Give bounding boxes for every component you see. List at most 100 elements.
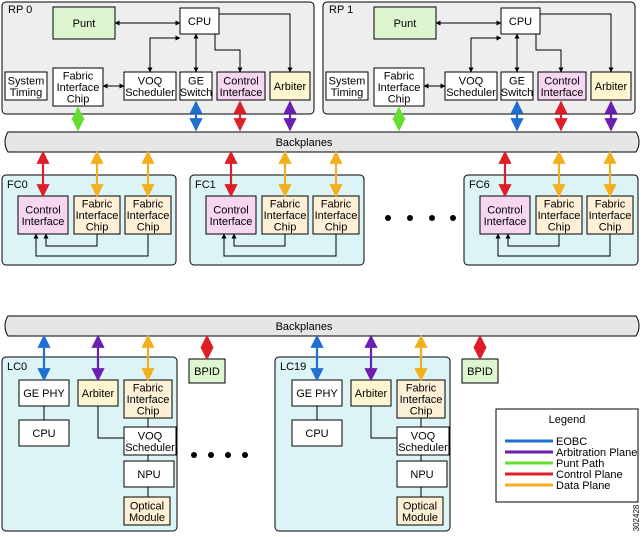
ellipsis-dot bbox=[242, 452, 248, 458]
arbiter-box-label: Arbiter bbox=[355, 388, 388, 400]
voq-scheduler-box-label: VOQ bbox=[411, 430, 436, 442]
arbiter-box-label: Arbiter bbox=[82, 388, 115, 400]
punt-box-label: Punt bbox=[73, 18, 96, 30]
fabric-interface-chip-box-label: Fabric bbox=[384, 71, 415, 83]
ellipsis-dot bbox=[429, 215, 435, 221]
voq-scheduler-box-label: VOQ bbox=[459, 75, 484, 87]
fabric-interface-chip-box-label: Fabric bbox=[544, 199, 575, 211]
fabric-interface-chip-box-label: Interface bbox=[589, 210, 632, 222]
fabric-interface-chip-box-label: Chip bbox=[325, 222, 348, 234]
control-interface-box-label: Control bbox=[544, 75, 579, 87]
voq-scheduler-box bbox=[123, 426, 177, 456]
control-interface-box bbox=[205, 195, 257, 235]
fabric-interface-chip-box-label: Interface bbox=[264, 210, 307, 222]
legend-title: Legend bbox=[549, 414, 586, 426]
punt-box-label: Punt bbox=[394, 18, 417, 30]
fabric-interface-chip-box bbox=[261, 195, 309, 235]
npu-box-label: NPU bbox=[137, 469, 160, 481]
fabric-interface-chip-box bbox=[52, 67, 104, 107]
control-interface-box-label: Interface bbox=[541, 87, 584, 99]
backplane-bottom bbox=[4, 315, 640, 337]
arbiter-voq-link bbox=[370, 406, 397, 439]
fc-internal-link bbox=[231, 233, 286, 247]
ellipsis-dot bbox=[208, 452, 214, 458]
ellipsis-dot bbox=[385, 215, 391, 221]
legend-label: EOBC bbox=[556, 436, 587, 448]
fc-title: FC0 bbox=[7, 179, 28, 191]
bpid-box-label: BPID bbox=[467, 366, 493, 378]
control-interface-box-label: Control bbox=[25, 204, 60, 216]
system-timing-box bbox=[325, 71, 369, 101]
fabric-interface-chip-box-label: Interface bbox=[400, 394, 443, 406]
optical-module-box-label: Module bbox=[402, 512, 438, 524]
npu-box bbox=[396, 460, 448, 488]
ge-phy-box-label: GE PHY bbox=[296, 388, 338, 400]
figure-id: 302428 bbox=[632, 504, 641, 531]
system-timing-box-label: Timing bbox=[331, 87, 364, 99]
ellipsis-dot bbox=[225, 452, 231, 458]
fabric-interface-chip-box-label: Chip bbox=[599, 222, 622, 234]
rp-title: RP 1 bbox=[329, 4, 353, 16]
arbiter-voq-link bbox=[97, 406, 124, 439]
control-interface-box-label: Interface bbox=[210, 216, 253, 228]
fabric-interface-chip-box-label: Chip bbox=[388, 94, 411, 106]
bpid-box-label: BPID bbox=[194, 366, 220, 378]
ellipsis-dot bbox=[450, 215, 456, 221]
control-interface-box-label: Control bbox=[213, 204, 248, 216]
backplane-top-label: Backplanes bbox=[276, 137, 333, 149]
cpu-control-link bbox=[214, 34, 243, 73]
backplane-top bbox=[4, 131, 640, 153]
system-timing-box-label: System bbox=[8, 75, 45, 87]
npu-box bbox=[123, 460, 175, 488]
cpu-box-label: CPU bbox=[188, 16, 211, 28]
bpid-box bbox=[188, 358, 226, 384]
punt-box bbox=[52, 6, 116, 40]
cpu-box-label: CPU bbox=[305, 428, 328, 440]
ellipsis-dot bbox=[191, 452, 197, 458]
cpu-box bbox=[18, 419, 70, 447]
fabric-interface-chip-box bbox=[586, 195, 634, 235]
bpid-box bbox=[461, 358, 499, 384]
fabric-interface-chip-box-label: Chip bbox=[137, 222, 160, 234]
cpu-control-link bbox=[535, 34, 564, 73]
fc-internal-link bbox=[221, 233, 337, 257]
optical-module-box-label: Optical bbox=[403, 500, 437, 512]
arbiter-box bbox=[350, 379, 392, 407]
fabric-interface-chip-box-label: Fabric bbox=[270, 199, 301, 211]
system-timing-box bbox=[4, 71, 48, 101]
fc-internal-link bbox=[33, 233, 149, 257]
fabric-interface-chip-box-label: Chip bbox=[137, 406, 160, 418]
fabric-interface-chip-box-label: Interface bbox=[538, 210, 581, 222]
legend-label: Arbitration Plane bbox=[556, 447, 637, 459]
system-timing-box-label: System bbox=[329, 75, 366, 87]
ge-switch-box bbox=[179, 71, 213, 101]
control-interface-box-label: Interface bbox=[484, 216, 527, 228]
rp-title: RP 0 bbox=[8, 4, 32, 16]
cpu-voq-link bbox=[147, 35, 181, 73]
fabric-interface-chip-box-label: Fabric bbox=[595, 199, 626, 211]
arbiter-box-label: Arbiter bbox=[595, 81, 628, 93]
control-interface-box bbox=[216, 71, 266, 101]
fabric-interface-chip-box-label: Fabric bbox=[133, 199, 164, 211]
legend-label: Data Plane bbox=[556, 480, 610, 492]
control-interface-box bbox=[537, 71, 587, 101]
fabric-interface-chip-box-label: Interface bbox=[57, 82, 100, 94]
system-timing-box-label: Timing bbox=[10, 87, 43, 99]
ge-phy-box bbox=[291, 379, 343, 407]
ge-phy-box-label: GE PHY bbox=[23, 388, 65, 400]
fabric-interface-chip-box-label: Chip bbox=[67, 94, 90, 106]
ge-switch-box-label: Switch bbox=[501, 87, 533, 99]
backplane-bottom-label: Backplanes bbox=[276, 321, 333, 333]
arbiter-box-label: Arbiter bbox=[274, 81, 307, 93]
fabric-interface-chip-box-label: Chip bbox=[274, 222, 297, 234]
fc-internal-link bbox=[505, 233, 560, 247]
control-interface-box-label: Control bbox=[487, 204, 522, 216]
fabric-interface-chip-box-label: Fabric bbox=[133, 383, 164, 395]
fabric-interface-chip-box-label: Fabric bbox=[321, 199, 352, 211]
fabric-interface-chip-box-label: Interface bbox=[378, 82, 421, 94]
ge-switch-box-label: GE bbox=[509, 75, 525, 87]
cpu-box-label: CPU bbox=[32, 428, 55, 440]
fabric-interface-chip-box bbox=[373, 67, 425, 107]
voq-scheduler-box-label: Scheduler bbox=[446, 87, 496, 99]
